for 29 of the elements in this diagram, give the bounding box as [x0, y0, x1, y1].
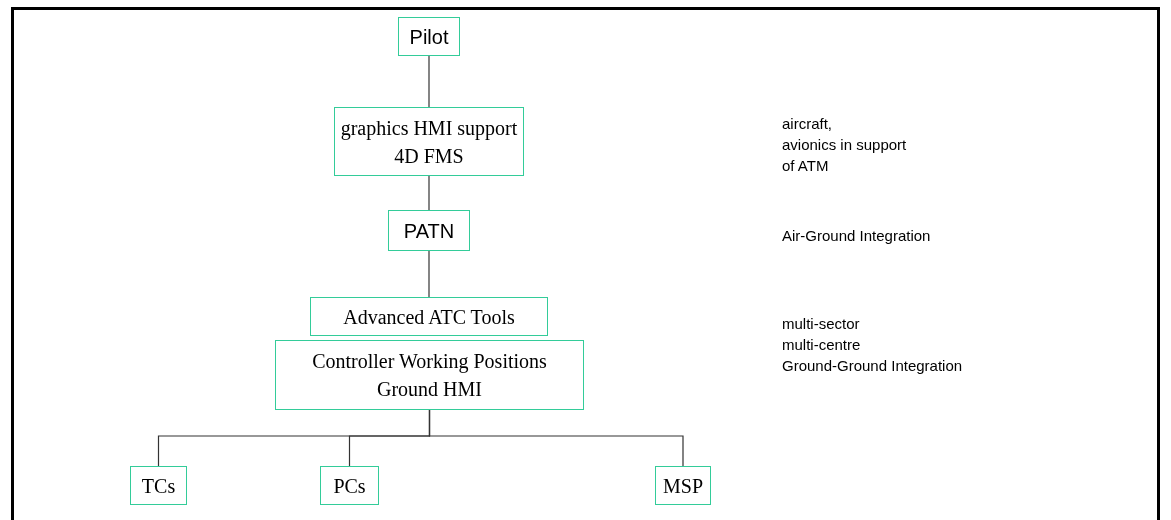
- connector-line: [428, 175, 430, 211]
- annotation-text: Ground-Ground Integration: [782, 356, 963, 376]
- box-text: Ground HMI: [377, 377, 482, 402]
- process-box: [398, 17, 460, 56]
- box-text: Controller Working Positions: [312, 349, 547, 375]
- process-box: [310, 297, 548, 336]
- process-box: [320, 466, 379, 505]
- box-text: graphics HMI support: [340, 115, 518, 142]
- annotation-text: aircraft,: [782, 114, 832, 134]
- box-text: TCs: [141, 473, 176, 499]
- process-box: [388, 210, 470, 251]
- process-box: [275, 340, 584, 410]
- connector-line: [428, 409, 684, 467]
- box-text: MSP: [663, 473, 703, 499]
- box-text: Advanced ATC Tools: [343, 304, 515, 330]
- annotation-text: multi-centre: [782, 335, 861, 355]
- connector-line: [428, 55, 430, 108]
- box-text: PCs: [333, 473, 366, 499]
- annotation-text: Air-Ground Integration: [782, 226, 931, 246]
- box-text: 4D FMS: [394, 143, 464, 169]
- annotation-text: of ATM: [782, 156, 829, 176]
- connector-line: [428, 250, 430, 298]
- box-text: Pilot: [409, 24, 449, 50]
- process-box: [334, 107, 524, 176]
- annotation-text: avionics in support: [782, 135, 907, 155]
- box-text: PATN: [403, 218, 455, 244]
- process-box: [655, 466, 711, 505]
- process-box: [130, 466, 187, 505]
- annotation-text: multi-sector: [782, 314, 860, 334]
